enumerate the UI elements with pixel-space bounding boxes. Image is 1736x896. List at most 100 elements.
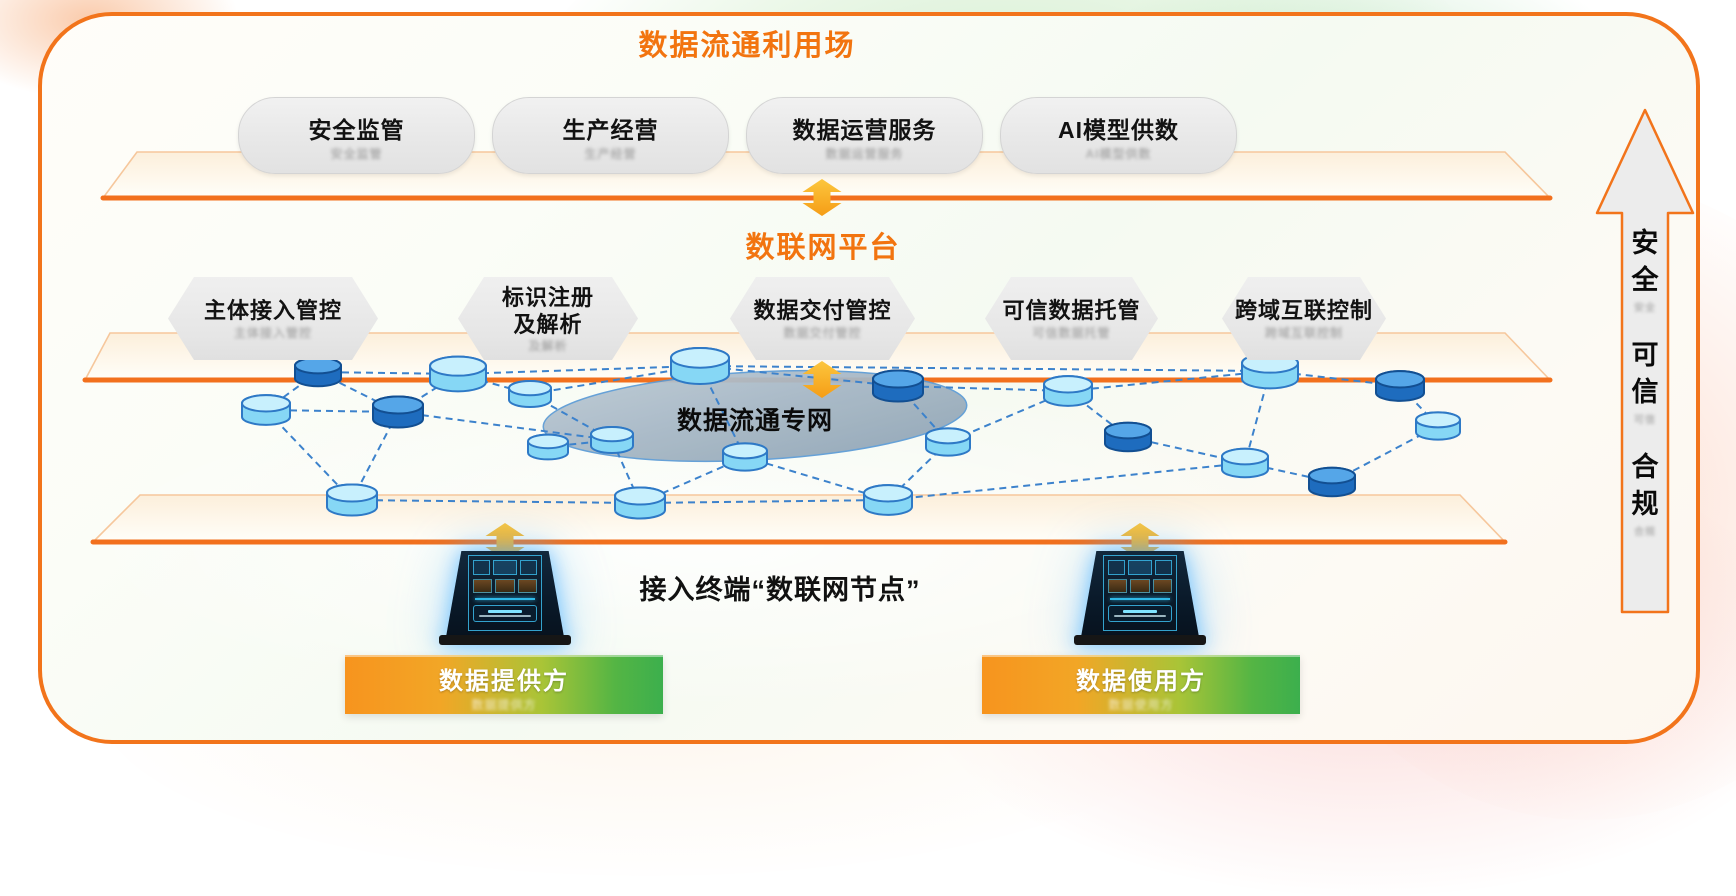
security-arrow-char: 信 xyxy=(1631,377,1659,407)
hexagon-label: 可信数据托管 xyxy=(1002,298,1141,324)
platform-layer-bottom xyxy=(90,494,1508,545)
server-nameplate xyxy=(1108,605,1172,622)
server-nameplate-title xyxy=(1123,610,1157,613)
database-cylinder-icon xyxy=(1415,411,1461,441)
network-link xyxy=(639,499,889,504)
server-logo-icon xyxy=(1128,560,1152,575)
server-nameplate xyxy=(473,605,537,622)
hexagon-cross-domain-interconnect: 跨域互联控制 跨域互联控制 xyxy=(1222,277,1386,360)
pill-label: 数据运营服务 xyxy=(792,117,937,143)
database-cylinder-icon xyxy=(1043,375,1093,407)
database-cylinder-icon xyxy=(925,427,971,457)
hexagon-label-reflection: 跨域互联控制 xyxy=(1264,325,1343,340)
network-link xyxy=(529,365,701,395)
banner-data-consumer: 数据使用方 数据使用方 xyxy=(982,655,1300,714)
security-arrow-reflection: 可信 xyxy=(1634,415,1656,426)
database-cylinder-icon xyxy=(294,356,342,388)
hexagon-trusted-data-custody: 可信数据托管 可信数据托管 xyxy=(985,277,1158,360)
pill-label: 安全监管 xyxy=(308,117,405,143)
banner-label: 数据使用方 xyxy=(1076,667,1206,695)
hexagon-identifier-registration: 标识注册 及解析 及解析 xyxy=(458,277,638,360)
database-cylinder-icon xyxy=(429,355,487,393)
banner-label-reflection: 数据提供方 xyxy=(471,697,537,712)
terminal-label: 接入终端“数联网节点” xyxy=(639,575,921,605)
security-arrow-char: 规 xyxy=(1631,489,1659,519)
hexagon-label: 跨域互联控制 xyxy=(1234,298,1373,324)
server-chip-icon xyxy=(495,579,515,593)
server-chip-icon xyxy=(517,579,537,593)
pill-ai-model-data: AI模型供数 AI模型供数 xyxy=(1000,97,1237,174)
network-link xyxy=(457,365,701,375)
hexagon-data-delivery-control: 数据交付管控 数据交付管控 xyxy=(730,277,915,360)
server-nameplate-subtitle xyxy=(479,615,531,617)
server-logo-icon xyxy=(493,560,517,575)
security-arrow-char: 全 xyxy=(1631,265,1659,295)
database-cylinder-icon xyxy=(872,369,924,403)
pill-label-reflection: AI模型供数 xyxy=(1085,147,1152,161)
provider-node-device xyxy=(439,551,571,648)
server-panel xyxy=(1103,555,1177,631)
network-link xyxy=(1067,370,1271,392)
double-arrow-consumer xyxy=(1120,523,1160,560)
security-arrow-word: 合规合规 xyxy=(1632,454,1659,538)
pill-data-operation-service: 数据运营服务 数据运营服务 xyxy=(746,97,983,174)
pill-label: AI模型供数 xyxy=(1058,117,1179,143)
server-glow-line xyxy=(475,598,535,600)
database-cylinder-icon xyxy=(241,394,291,426)
server-port-icon xyxy=(473,560,491,575)
network-link xyxy=(699,365,899,387)
pill-security-supervision: 安全监管 安全监管 xyxy=(238,97,475,174)
server-body xyxy=(446,551,564,637)
server-chip-icon xyxy=(473,579,493,593)
private-network-label: 数据流通专网 xyxy=(676,407,833,435)
pill-label-reflection: 生产经营 xyxy=(584,147,637,161)
banner-label: 数据提供方 xyxy=(439,667,569,695)
server-chip-icon xyxy=(1108,579,1128,593)
database-cylinder-icon xyxy=(1104,421,1152,453)
security-arrow-char: 可 xyxy=(1631,340,1659,370)
server-glow-line xyxy=(1110,598,1170,600)
security-arrow-word: 安全安全 xyxy=(1632,230,1659,314)
network-link xyxy=(265,409,353,501)
hexagon-subject-access-control: 主体接入管控 主体接入管控 xyxy=(168,277,378,360)
database-cylinder-icon xyxy=(1308,466,1356,498)
database-cylinder-icon xyxy=(527,433,569,461)
database-cylinder-icon xyxy=(1375,370,1425,402)
pill-label-reflection: 安全监管 xyxy=(330,147,383,161)
server-port-icon xyxy=(1108,560,1126,575)
database-cylinder-icon xyxy=(722,442,768,472)
server-port-icon xyxy=(519,560,537,575)
pill-production-operation: 生产经营 生产经营 xyxy=(492,97,729,174)
security-arrow-reflection: 安全 xyxy=(1634,303,1656,314)
security-arrow-reflection: 合规 xyxy=(1634,527,1656,538)
banner-label-reflection: 数据使用方 xyxy=(1108,697,1174,712)
hexagon-label: 主体接入管控 xyxy=(203,298,342,324)
database-cylinder-icon xyxy=(863,484,913,516)
security-arrow-text: 安全安全可信可信合规合规 xyxy=(1626,230,1664,538)
server-chip-icon xyxy=(1152,579,1172,593)
server-chip-icon xyxy=(1130,579,1150,593)
network-link xyxy=(1399,385,1439,427)
server-panel xyxy=(468,555,542,631)
server-nameplate-subtitle xyxy=(1114,615,1166,617)
database-cylinder-icon xyxy=(670,347,730,385)
consumer-node-device xyxy=(1074,551,1206,648)
hexagon-label-line2: 及解析 xyxy=(513,311,583,337)
pill-label: 生产经营 xyxy=(562,117,659,143)
title-data-internet-platform: 数联网平台 xyxy=(745,232,901,264)
database-cylinder-icon xyxy=(1221,447,1269,479)
server-nameplate-title xyxy=(488,610,522,613)
server-base xyxy=(1074,635,1206,645)
pill-label-reflection: 数据运营服务 xyxy=(825,147,904,161)
security-up-arrow xyxy=(1595,108,1695,614)
hexagon-label-reflection: 数据交付管控 xyxy=(783,325,862,340)
database-cylinder-icon xyxy=(508,379,552,409)
database-cylinder-icon xyxy=(326,483,378,517)
hexagon-label-reflection: 主体接入管控 xyxy=(233,325,312,340)
security-arrow-word: 可信可信 xyxy=(1632,342,1659,426)
server-base xyxy=(439,635,571,645)
network-link xyxy=(351,499,641,504)
hexagon-label: 数据交付管控 xyxy=(753,298,892,324)
database-cylinder-icon xyxy=(372,395,424,429)
hexagon-label-reflection: 及解析 xyxy=(528,338,568,353)
